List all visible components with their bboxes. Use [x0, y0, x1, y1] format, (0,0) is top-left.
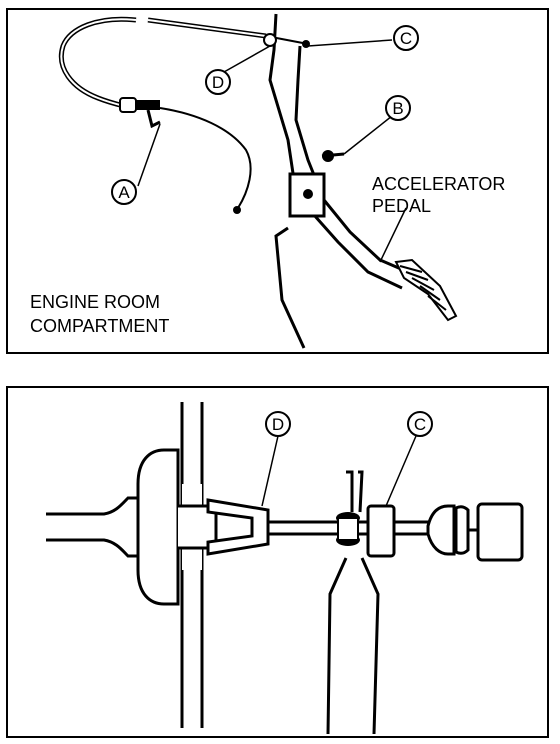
leader-pedal [379, 207, 407, 263]
rubber-grommet [136, 448, 180, 606]
wire-end-ball [233, 206, 241, 214]
leader-d [223, 45, 271, 73]
cable-lock-c [302, 40, 310, 48]
housing-lower-edge [46, 538, 138, 558]
floor-panel-edge [274, 226, 306, 349]
pedal-arm-top [346, 470, 354, 512]
callout-c-bottom: C [407, 411, 433, 437]
top-diagram-panel: A B C D ACCELERATOR PEDAL ENGINE ROOM CO… [6, 8, 549, 354]
pedal-lower-right [322, 199, 409, 274]
leader-a [137, 123, 161, 187]
pedal-arm-left [326, 557, 348, 735]
return-wire [159, 107, 252, 209]
svg-text:C: C [400, 29, 412, 48]
label-compartment: COMPARTMENT [30, 316, 169, 336]
callout-d-bottom: D [265, 411, 291, 437]
grommet-flange [178, 504, 218, 550]
svg-text:B: B [392, 99, 403, 118]
label-accelerator: ACCELERATOR [372, 174, 505, 194]
callout-a: A [111, 179, 137, 205]
leader-b [343, 115, 393, 155]
pedal-arm-right [360, 557, 380, 735]
leader-d-bottom [261, 435, 279, 507]
cable-end-fitting [336, 512, 360, 546]
cable-end-d [263, 33, 277, 47]
pedal-lower-left [304, 205, 403, 290]
leader-c [307, 39, 393, 47]
bottom-diagram-panel: D C [6, 386, 549, 738]
housing-upper-edge [46, 496, 138, 516]
stopper-b [321, 150, 345, 162]
callout-c: C [393, 25, 419, 51]
svg-text:D: D [272, 415, 284, 434]
cable-top-inner [147, 19, 267, 37]
cable-housing-inner [60, 18, 137, 107]
pedal-pivot-bracket [288, 172, 326, 218]
lock-nut-c [366, 504, 396, 558]
svg-text:A: A [118, 183, 130, 202]
adjuster-stopper [426, 502, 524, 562]
label-pedal: PEDAL [372, 196, 431, 216]
cable-bracket-a [119, 97, 161, 129]
svg-text:C: C [414, 415, 426, 434]
accelerator-linkage-overview: A B C D ACCELERATOR PEDAL ENGINE ROOM CO… [30, 13, 505, 349]
label-engine-room: ENGINE ROOM [30, 292, 160, 312]
leader-c-bottom [385, 435, 417, 507]
pedal-arm-top-right [358, 470, 364, 513]
svg-text:D: D [212, 73, 224, 92]
callout-b: B [385, 95, 411, 121]
pedal-pad [394, 258, 458, 322]
cable-detail-view: D C [46, 402, 524, 735]
callout-d: D [205, 69, 231, 95]
